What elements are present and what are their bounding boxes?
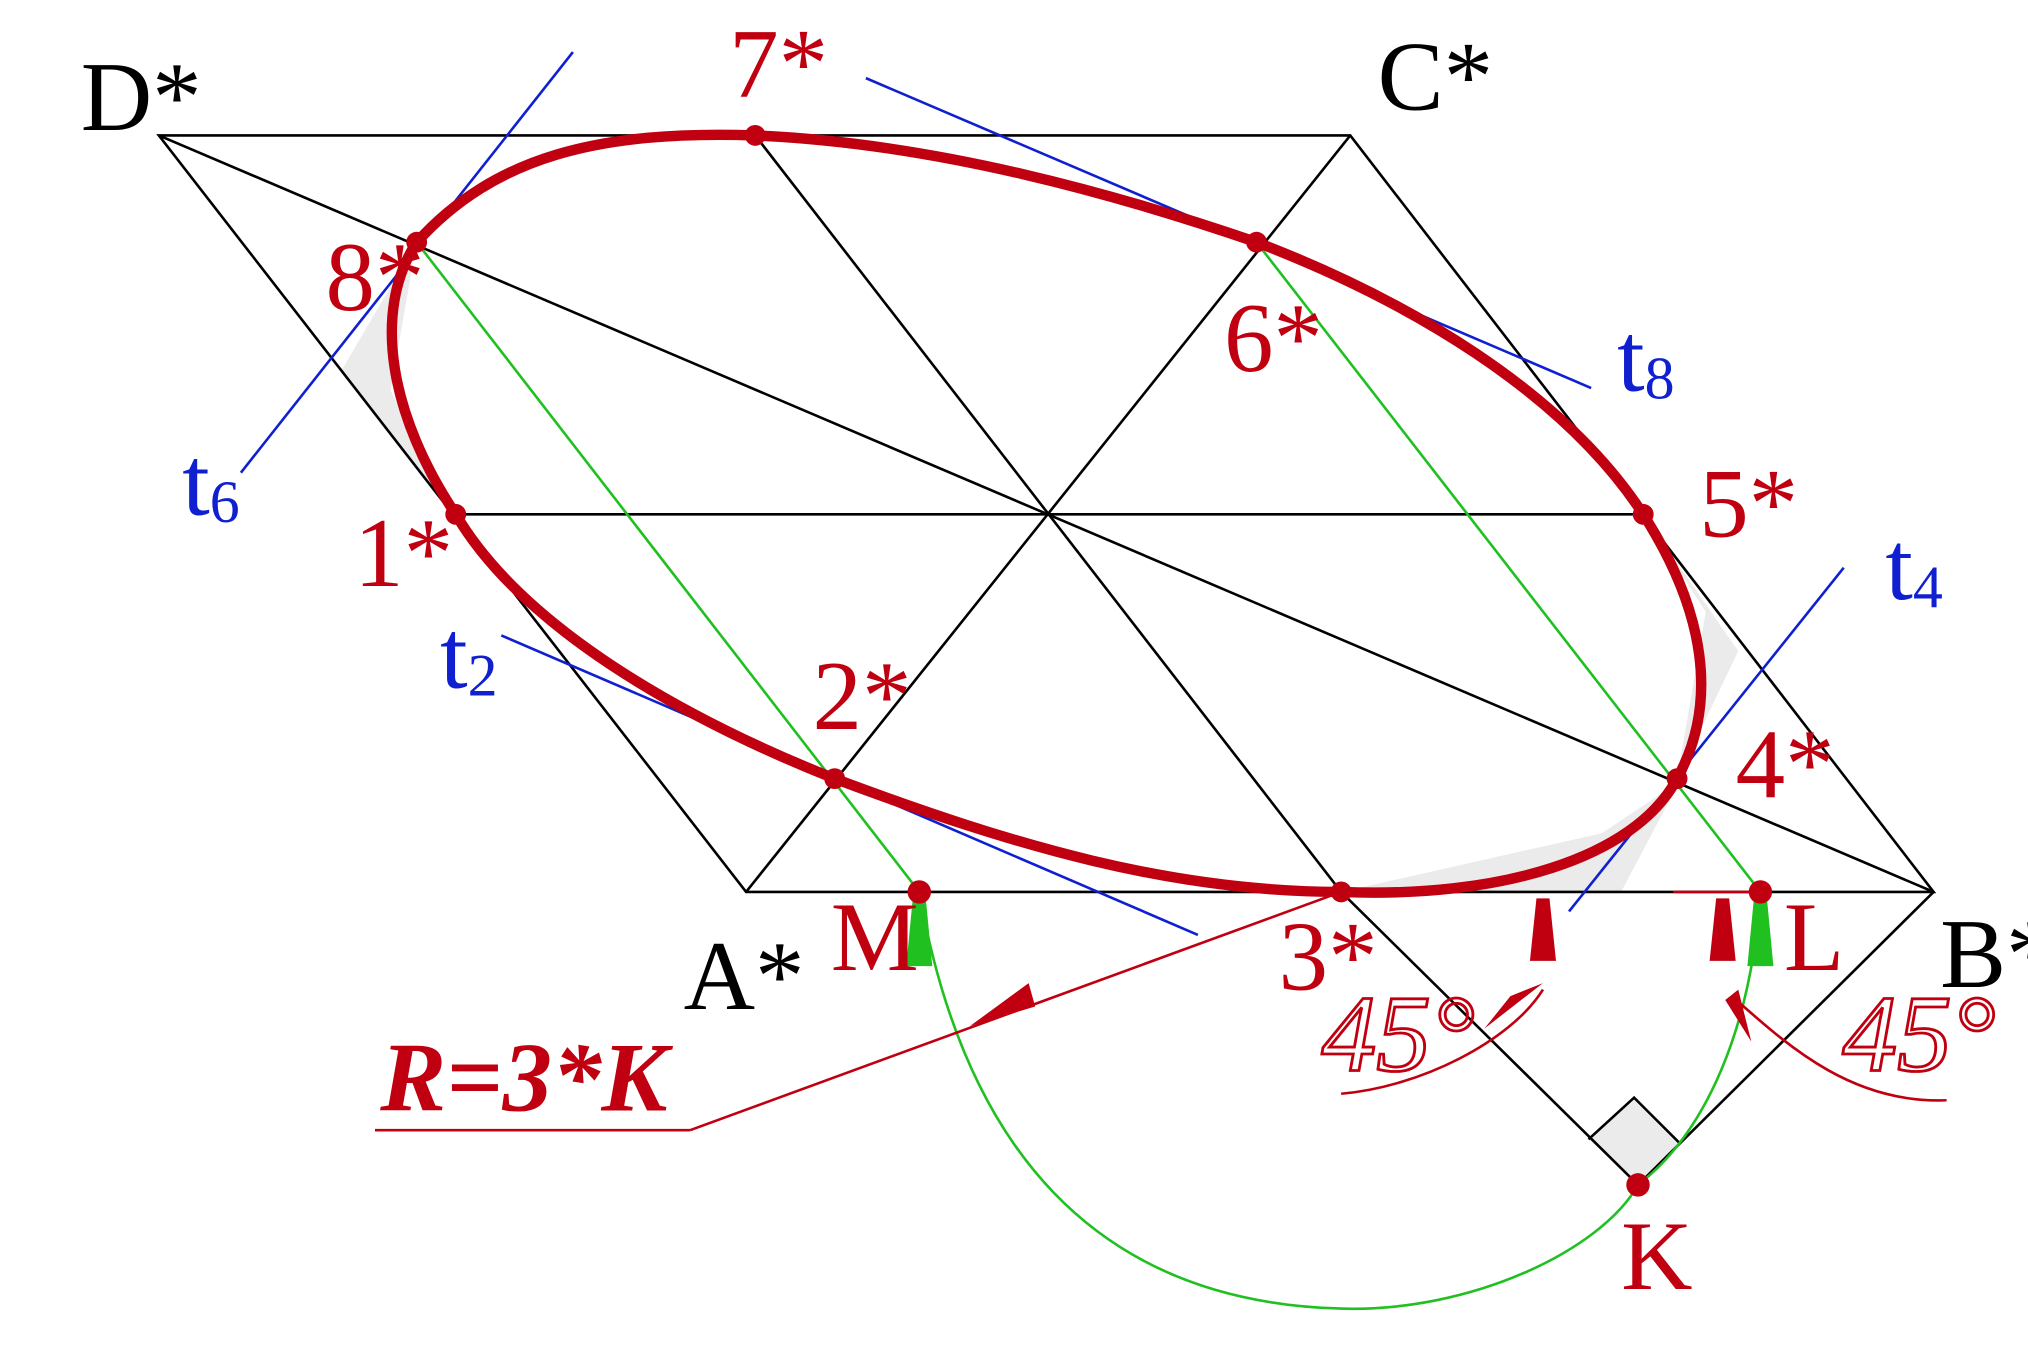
label-6: 6*: [1224, 284, 1323, 393]
leg-3-to-K: [1340, 890, 1639, 1186]
dimension-labels: 45° 45° R=3*K: [379, 972, 1997, 1133]
rhombus-frame: [156, 134, 1937, 1186]
dot-7: [744, 124, 766, 146]
arc-M-K-L: [917, 891, 1762, 1310]
dot-6: [1246, 231, 1267, 253]
angle-arrow-right-tip: [1725, 989, 1752, 1042]
label-8: 8*: [326, 223, 425, 332]
label-t8: t8: [1617, 304, 1674, 413]
dot-2: [824, 768, 846, 790]
label-A: A*: [684, 922, 805, 1031]
label-C: C*: [1378, 22, 1493, 131]
label-angle-left: 45°: [1322, 973, 1475, 1094]
label-2: 2*: [812, 642, 911, 751]
label-L: L: [1784, 883, 1844, 992]
label-K: K: [1621, 1202, 1692, 1311]
label-angle-right: 45°: [1842, 973, 1995, 1094]
dot-L: [1748, 880, 1773, 904]
label-B: B*: [1940, 900, 2028, 1009]
label-M: M: [831, 883, 919, 992]
dot-1: [445, 503, 467, 525]
label-3: 3*: [1279, 903, 1378, 1012]
label-t6: t6: [182, 427, 239, 536]
label-radius: R=3*K: [379, 1024, 673, 1133]
angle-arrow-left-tip: [1484, 983, 1543, 1029]
angle-arc-right: [1730, 995, 1947, 1102]
shade-corner: [1588, 1100, 1680, 1185]
label-t4: t4: [1885, 512, 1942, 621]
marker-M: [906, 898, 933, 967]
dot-K: [1626, 1173, 1650, 1197]
label-4: 4*: [1736, 710, 1835, 819]
point-dots: [406, 124, 1773, 1197]
point-labels: 1* 2* 3* 4* 5* 6* 7* 8* M L K: [326, 9, 1845, 1311]
label-1: 1*: [354, 499, 453, 608]
label-D: D*: [81, 43, 202, 152]
construction-lines: [415, 241, 1762, 1310]
angle-mark-right: [1709, 898, 1736, 961]
shade-bottom: [1341, 781, 1680, 892]
midline-slanted: [754, 134, 1343, 893]
angle-arc-left: [1341, 988, 1545, 1096]
angle-mark-left: [1529, 898, 1556, 961]
dot-5: [1632, 503, 1654, 525]
leg-B-to-K: [1637, 891, 1935, 1186]
dot-M: [907, 880, 931, 904]
right-angle-mark: [1587, 1095, 1681, 1145]
label-7: 7*: [729, 9, 828, 118]
arrowheads: [906, 898, 1774, 1042]
radius-arrowhead: [970, 983, 1036, 1027]
label-t2: t2: [440, 600, 497, 709]
dot-8: [406, 231, 428, 253]
tangent-t4: [1567, 566, 1845, 913]
label-5: 5*: [1699, 449, 1798, 558]
dot-4: [1666, 768, 1688, 790]
dimension-lines: [374, 890, 1947, 1132]
vertex-labels: D* C* A* B*: [81, 22, 2028, 1031]
marker-L: [1747, 898, 1774, 967]
tangent-labels: t8 t6 t2 t4: [182, 304, 1943, 710]
shade-right: [1643, 514, 1739, 779]
dot-3: [1330, 881, 1352, 903]
